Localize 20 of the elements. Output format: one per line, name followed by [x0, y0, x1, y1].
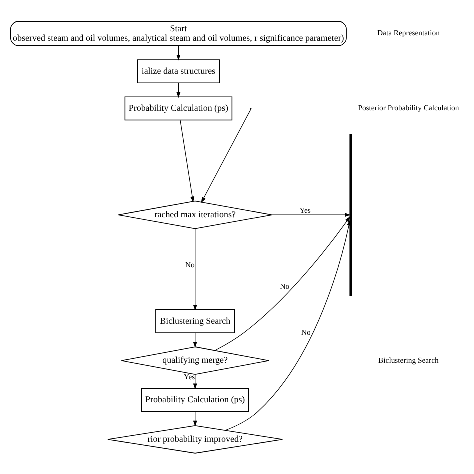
- node-diamond: rached max iterations?: [118, 200, 273, 229]
- arrow: [193, 228, 198, 310]
- node-diamond: qualifying merge?: [121, 346, 270, 375]
- node-bar: [350, 133, 352, 296]
- arrow: [176, 45, 181, 60]
- arrow: [215, 216, 351, 350]
- arrow: [193, 411, 198, 426]
- arrow: [180, 120, 195, 202]
- arrow: [272, 212, 351, 217]
- arrow: [201, 108, 252, 203]
- node-box: Probability Calculation (ps): [141, 388, 250, 412]
- arrow: [193, 374, 198, 389]
- node-box: Start observed steam and oil volumes, analytical steam and oil volumes, r significance parameter): [10, 20, 347, 46]
- arrow: [225, 220, 352, 430]
- arrow: [176, 82, 181, 98]
- node-diamond: rior probability improved?: [108, 425, 284, 454]
- node-box: Probability Calculation (ps): [124, 96, 233, 120]
- arrow: [193, 332, 198, 348]
- node-box: Biclustering Search: [156, 309, 236, 333]
- node-box: ialize data structures: [137, 59, 220, 83]
